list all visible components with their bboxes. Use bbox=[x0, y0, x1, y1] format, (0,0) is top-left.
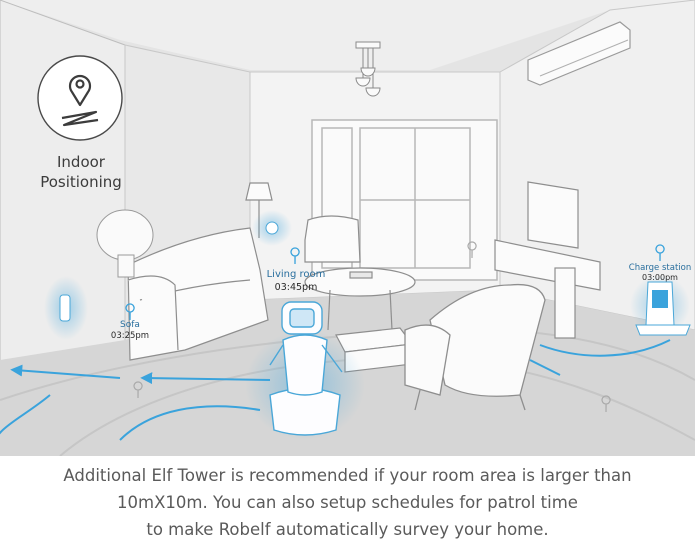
feature-title: Indoor Positioning bbox=[18, 152, 144, 192]
caption-line: Additional Elf Tower is recommended if y… bbox=[63, 466, 632, 485]
living-room-pin-icon bbox=[290, 247, 300, 265]
lounge-chair bbox=[404, 283, 546, 411]
armchair-back bbox=[304, 215, 361, 263]
robot bbox=[245, 301, 365, 440]
location-time: 03:25pm bbox=[111, 331, 149, 341]
floor-pin-icon bbox=[601, 395, 611, 413]
charge-station bbox=[630, 275, 691, 336]
coffee-table bbox=[304, 267, 416, 331]
charge-station-pin-icon bbox=[655, 244, 665, 262]
feature-title-line: Positioning bbox=[40, 173, 122, 191]
patrol-path bbox=[0, 339, 671, 441]
room-illustration: Sofa 03:25pm Living room 03:45pm Charge … bbox=[0, 0, 695, 456]
pendant-lamp bbox=[355, 41, 381, 97]
ottoman bbox=[335, 327, 414, 373]
floor-pin-icon bbox=[467, 241, 477, 259]
sofa bbox=[127, 227, 269, 361]
location-name: Living room bbox=[267, 269, 326, 280]
elf-tower-lamp bbox=[252, 210, 292, 246]
plant bbox=[96, 209, 154, 278]
location-pin-icon bbox=[61, 74, 99, 127]
air-conditioner bbox=[527, 21, 631, 86]
location-name: Charge station bbox=[629, 263, 691, 273]
location-time: 03:00pm bbox=[642, 273, 678, 282]
elf-tower-sofa bbox=[44, 276, 88, 340]
location-time: 03:45pm bbox=[275, 282, 318, 293]
location-name: Sofa bbox=[120, 320, 140, 330]
sofa-pin-icon bbox=[125, 303, 135, 321]
feature-title-line: Indoor bbox=[57, 153, 105, 171]
caption: Additional Elf Tower is recommended if y… bbox=[0, 462, 695, 543]
caption-line: 10mX10m. You can also setup schedules fo… bbox=[117, 493, 578, 512]
caption-line: to make Robelf automatically survey your… bbox=[146, 520, 549, 539]
floor-pin-icon bbox=[133, 381, 143, 399]
tv-cabinet bbox=[494, 181, 601, 339]
feature-badge bbox=[37, 55, 123, 141]
